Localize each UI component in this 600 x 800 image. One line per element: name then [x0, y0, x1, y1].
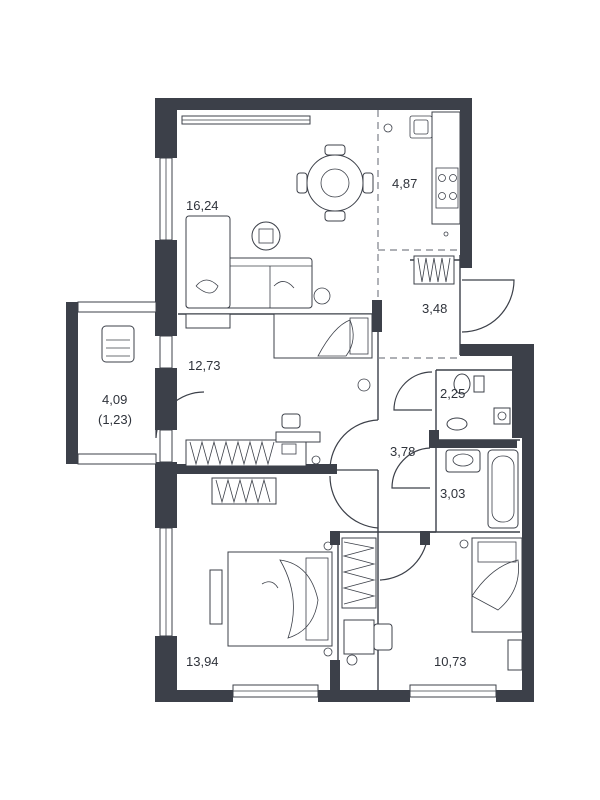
area-labels: 16,24 4,87 3,48 12,73 4,09 (1,23) 2,25 3… — [98, 176, 467, 669]
windows — [71, 115, 497, 698]
bedroom-lower-left-furniture — [209, 541, 333, 657]
area-label-kitchen: 4,87 — [392, 176, 417, 191]
area-label-bathroom: 3,03 — [440, 486, 465, 501]
area-label-loggia: 4,09 — [102, 392, 127, 407]
area-label-bedroom-lower-left: 13,94 — [186, 654, 219, 669]
bedroom-upper-furniture — [185, 313, 373, 465]
area-label-toilet: 2,25 — [440, 386, 465, 401]
loggia-furniture — [101, 325, 135, 363]
area-label-hall-top: 3,48 — [422, 301, 447, 316]
kitchen-furniture — [383, 111, 461, 237]
zone-separators — [377, 110, 460, 359]
area-label-loggia-coef: (1,23) — [98, 412, 132, 427]
doors — [155, 279, 515, 581]
area-label-living: 16,24 — [186, 198, 219, 213]
area-label-bedroom-upper: 12,73 — [188, 358, 221, 373]
living-furniture — [185, 144, 374, 309]
bedroom-lower-right-furniture — [343, 537, 523, 671]
area-label-corridor: 3,78 — [390, 444, 415, 459]
bathroom-furniture — [445, 373, 519, 529]
area-label-bedroom-lower-right: 10,73 — [434, 654, 467, 669]
